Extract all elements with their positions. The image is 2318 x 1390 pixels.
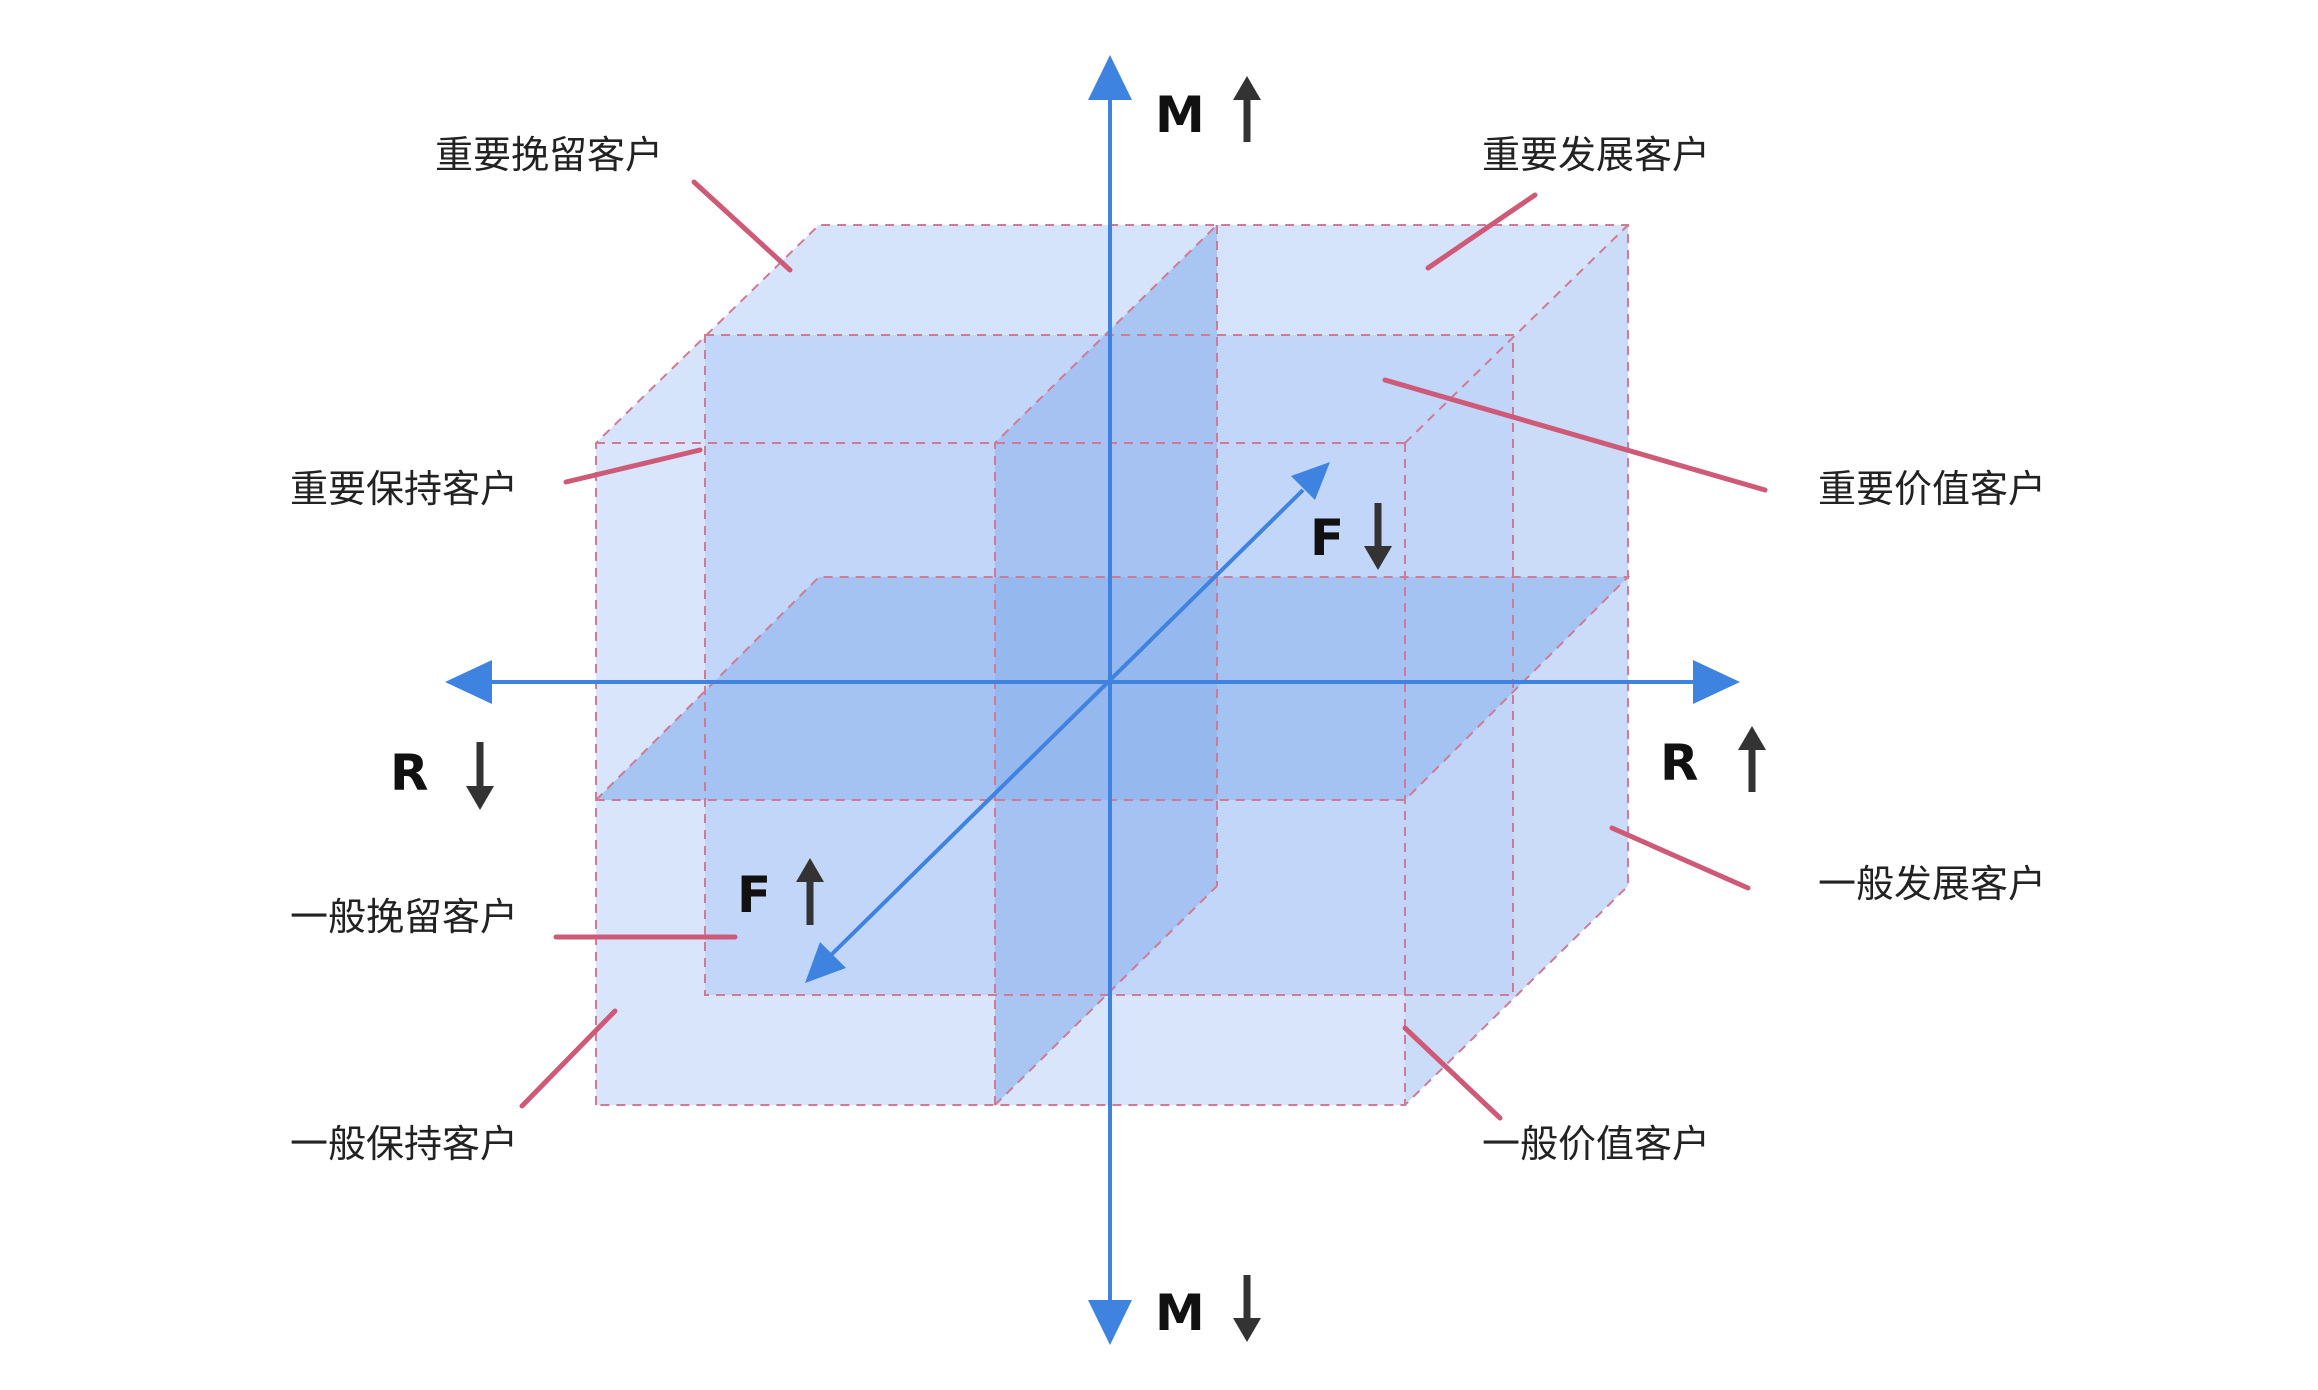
leader-general-value — [1402, 1025, 1503, 1121]
r-axis-left-arrowhead — [445, 660, 492, 704]
m-bottom-letter: M — [1155, 1284, 1205, 1342]
arrow-down-icon — [1364, 503, 1392, 570]
r-right-letter: R — [1660, 734, 1699, 792]
arrow-up-icon — [1738, 726, 1766, 792]
axes — [445, 55, 1740, 1345]
leader-important-value — [1382, 377, 1768, 493]
leader-important-keep — [563, 447, 703, 485]
arrow-down-icon — [1233, 1275, 1261, 1342]
f-back-letter: F — [1310, 509, 1344, 567]
m-top-letter: M — [1155, 86, 1205, 144]
arrow-up-icon — [1233, 76, 1261, 142]
cube-core-overlap — [995, 577, 1217, 800]
leader-lines — [519, 179, 1768, 1121]
f-axis-front-arrowhead — [805, 942, 846, 983]
leader-important-retain — [691, 179, 793, 273]
cube-dashed-edges — [595, 224, 1631, 1106]
label-general-retain: 一般挽留客户 — [290, 895, 518, 939]
label-important-develop: 重要发展客户 — [1482, 133, 1710, 177]
m-axis-bottom-arrowhead — [1088, 1300, 1132, 1345]
arrow-up-icon — [796, 858, 824, 925]
m-axis-top-arrowhead — [1088, 55, 1132, 100]
label-important-retain: 重要挽留客户 — [435, 133, 663, 177]
leader-general-develop — [1609, 825, 1751, 891]
leader-general-keep — [519, 1008, 618, 1109]
label-important-value: 重要价值客户 — [1818, 467, 2046, 511]
label-important-keep: 重要保持客户 — [290, 467, 518, 511]
segment-labels: 重要挽留客户 重要发展客户 重要保持客户 重要价值客户 一般挽留客户 一般发展客… — [290, 133, 2046, 1166]
label-general-develop: 一般发展客户 — [1818, 862, 2046, 906]
r-left-letter: R — [390, 744, 429, 802]
f-axis-back-arrowhead — [1291, 462, 1330, 500]
label-general-value: 一般价值客户 — [1482, 1122, 1710, 1166]
label-general-keep: 一般保持客户 — [290, 1122, 518, 1166]
f-front-letter: F — [737, 866, 771, 924]
axis-labels: M M R R F F — [390, 76, 1766, 1342]
f-axis-line — [828, 488, 1305, 958]
arrow-down-icon — [466, 742, 494, 810]
r-axis-right-arrowhead — [1693, 660, 1740, 704]
leader-important-develop — [1425, 192, 1538, 271]
